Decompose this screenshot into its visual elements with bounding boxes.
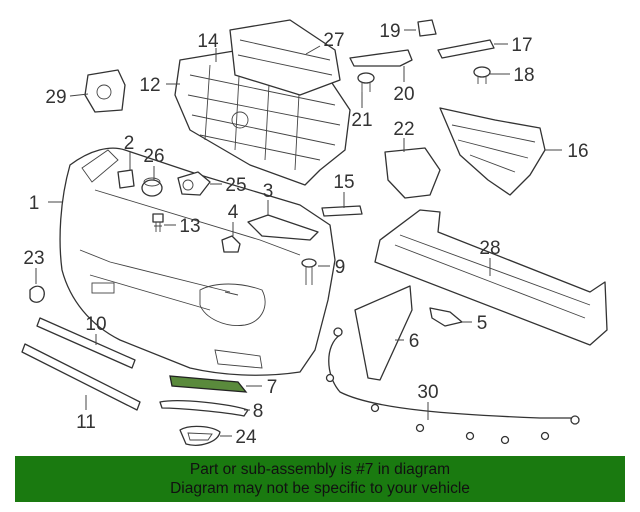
disclaimer-line-1: Part or sub-assembly is #7 in diagram — [189, 461, 451, 478]
callout-16: 16 — [567, 141, 588, 162]
part-30-harness — [325, 327, 580, 445]
callout-4: 4 — [228, 202, 239, 223]
callout-21: 21 — [351, 110, 372, 131]
part-18-screw — [473, 66, 491, 84]
callout-29: 29 — [45, 87, 66, 108]
callout-5: 5 — [477, 313, 488, 334]
part-25-sensor — [177, 171, 211, 196]
callout-22: 22 — [393, 119, 414, 140]
callout-1: 1 — [29, 193, 40, 214]
part-7-highlighted — [169, 375, 248, 393]
parts-diagram: 1 2 3 4 5 6 7 8 9 10 11 12 13 14 15 16 1… — [21, 19, 608, 448]
callout-10: 10 — [85, 314, 106, 335]
part-5-bracket — [429, 307, 463, 327]
callout-30: 30 — [417, 382, 438, 403]
callout-8: 8 — [253, 401, 264, 422]
callout-26: 26 — [143, 146, 164, 167]
part-20-bracket — [349, 49, 413, 67]
callout-7: 7 — [267, 377, 278, 398]
callout-24: 24 — [235, 427, 257, 448]
callout-19: 19 — [379, 21, 400, 42]
callout-13: 13 — [179, 216, 200, 237]
part-2-clip — [117, 169, 135, 189]
callout-15: 15 — [333, 172, 354, 193]
callout-28: 28 — [479, 238, 500, 259]
part-28-beam — [374, 209, 608, 346]
part-11-strip — [21, 343, 141, 411]
part-24-frame — [179, 425, 221, 446]
callout-17: 17 — [511, 35, 532, 56]
part-13-screw — [152, 213, 164, 232]
part-4-clip — [221, 235, 241, 253]
part-6-bracket — [354, 285, 413, 381]
callout-12: 12 — [139, 75, 160, 96]
bumper-cover — [59, 147, 336, 376]
part-15-bracket — [321, 205, 363, 217]
part-3-bracket — [247, 214, 319, 241]
callout-23: 23 — [23, 248, 44, 269]
upper-grille — [229, 19, 341, 96]
callout-18: 18 — [513, 65, 534, 86]
part-23-cap — [29, 285, 45, 303]
disclaimer-banner: Part or sub-assembly is #7 in diagram Di… — [15, 456, 625, 502]
part-10-strip — [36, 317, 136, 369]
callout-3: 3 — [263, 181, 274, 202]
callout-27: 27 — [323, 30, 344, 51]
part-26-plug — [141, 177, 163, 197]
part-8-trim — [159, 400, 249, 417]
callout-9: 9 — [335, 257, 346, 278]
part-16-grille — [439, 107, 546, 196]
part-19-clip — [417, 19, 437, 37]
callout-14: 14 — [197, 31, 219, 52]
disclaimer-line-2: Diagram may not be specific to your vehi… — [170, 480, 470, 497]
part-17-bracket — [437, 39, 495, 59]
sensor-bracket — [84, 69, 126, 113]
callout-6: 6 — [409, 331, 420, 352]
callout-labels: 1 2 3 4 5 6 7 8 9 10 11 12 13 14 15 16 1… — [23, 21, 588, 448]
part-9-bolt — [301, 258, 317, 285]
part-21-screw — [357, 72, 375, 92]
callout-11: 11 — [76, 412, 96, 433]
callout-2: 2 — [124, 133, 135, 154]
leader-lines — [35, 29, 562, 437]
callout-20: 20 — [393, 84, 414, 105]
callout-25: 25 — [225, 175, 246, 196]
part-22-bracket — [384, 147, 441, 199]
